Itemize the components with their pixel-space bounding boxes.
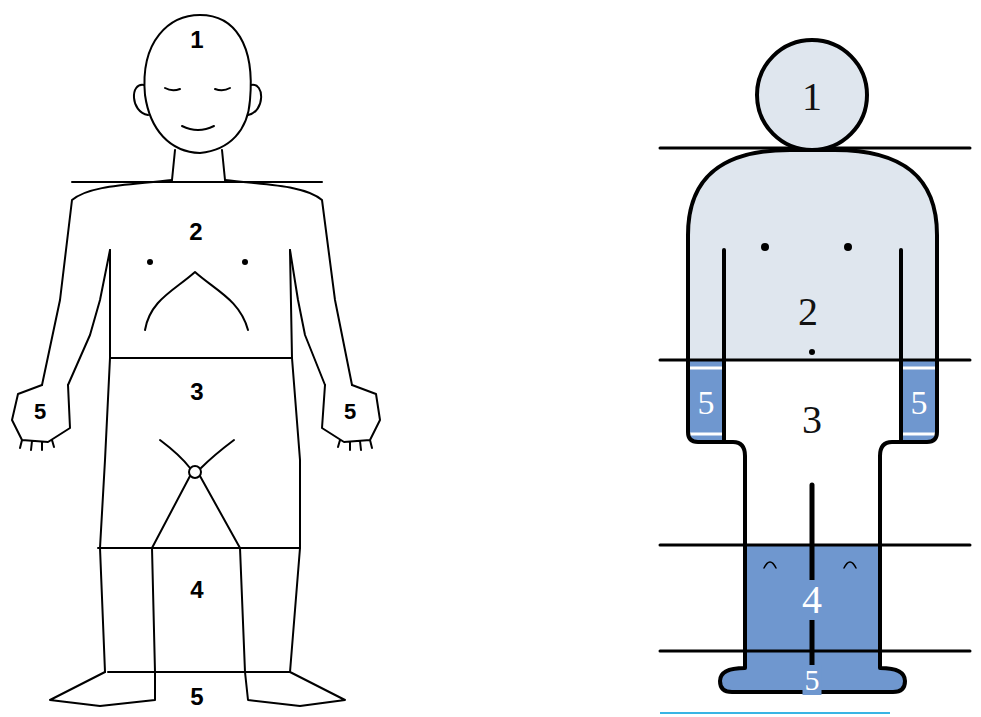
region-number: 4 xyxy=(800,580,824,620)
region-fill xyxy=(680,140,950,360)
hand-fill xyxy=(688,360,724,445)
region-line xyxy=(72,181,322,183)
neck xyxy=(172,150,225,180)
ear xyxy=(134,85,148,115)
region-number: 3 xyxy=(800,400,824,440)
groin xyxy=(160,440,234,468)
left-arm xyxy=(42,180,172,385)
nipple xyxy=(242,259,248,265)
left-foot xyxy=(50,672,155,706)
region-number: 5 xyxy=(696,386,717,420)
right-hand xyxy=(322,385,380,450)
region-fill xyxy=(680,360,950,545)
region-line xyxy=(110,357,292,359)
region-number: 3 xyxy=(188,380,205,404)
region-number: 5 xyxy=(342,401,358,423)
right-arm xyxy=(225,180,352,385)
right-foot xyxy=(245,672,345,706)
arm-line xyxy=(724,250,901,442)
nipple xyxy=(147,259,153,265)
inner-leg xyxy=(152,476,245,672)
region-number: 5 xyxy=(32,401,48,423)
nipple-dot xyxy=(844,243,852,251)
head-circle xyxy=(757,40,867,150)
region-number: 2 xyxy=(796,292,820,332)
knee-mark xyxy=(764,562,856,568)
rib-arch xyxy=(145,272,248,330)
region-line xyxy=(660,148,970,651)
region-number: 5 xyxy=(909,386,930,420)
torso-side xyxy=(290,250,300,672)
region-line xyxy=(108,671,290,673)
region-number: 5 xyxy=(188,685,205,709)
navel-dot xyxy=(809,349,815,355)
eye xyxy=(165,88,180,90)
mouth xyxy=(182,126,214,130)
region-number: 5 xyxy=(803,665,822,695)
nipple-dot xyxy=(761,243,769,251)
left-hand xyxy=(12,385,70,450)
region-number: 1 xyxy=(188,28,205,52)
head-outline xyxy=(144,15,250,153)
region-number: 1 xyxy=(800,77,824,117)
body-outline xyxy=(688,150,937,692)
hand-fill xyxy=(901,360,937,445)
baseline xyxy=(660,712,890,714)
region-line xyxy=(98,547,300,549)
region-number: 4 xyxy=(188,578,205,602)
ear xyxy=(248,85,261,115)
region-number: 2 xyxy=(187,220,204,244)
torso-side xyxy=(100,250,110,672)
eye xyxy=(215,88,230,90)
